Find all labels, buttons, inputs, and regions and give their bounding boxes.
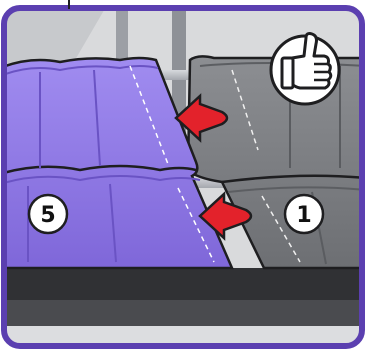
base-band-mid: [0, 300, 366, 326]
tile-5-number: 5: [40, 203, 55, 228]
tile-1-badge: 1: [285, 195, 323, 233]
tile-5-badge: 5: [29, 195, 67, 233]
thumbs-up-icon: [271, 34, 339, 105]
frame-tab: [68, 0, 70, 9]
base-band-dark: [0, 268, 366, 300]
tile-1-number: 1: [296, 203, 311, 228]
